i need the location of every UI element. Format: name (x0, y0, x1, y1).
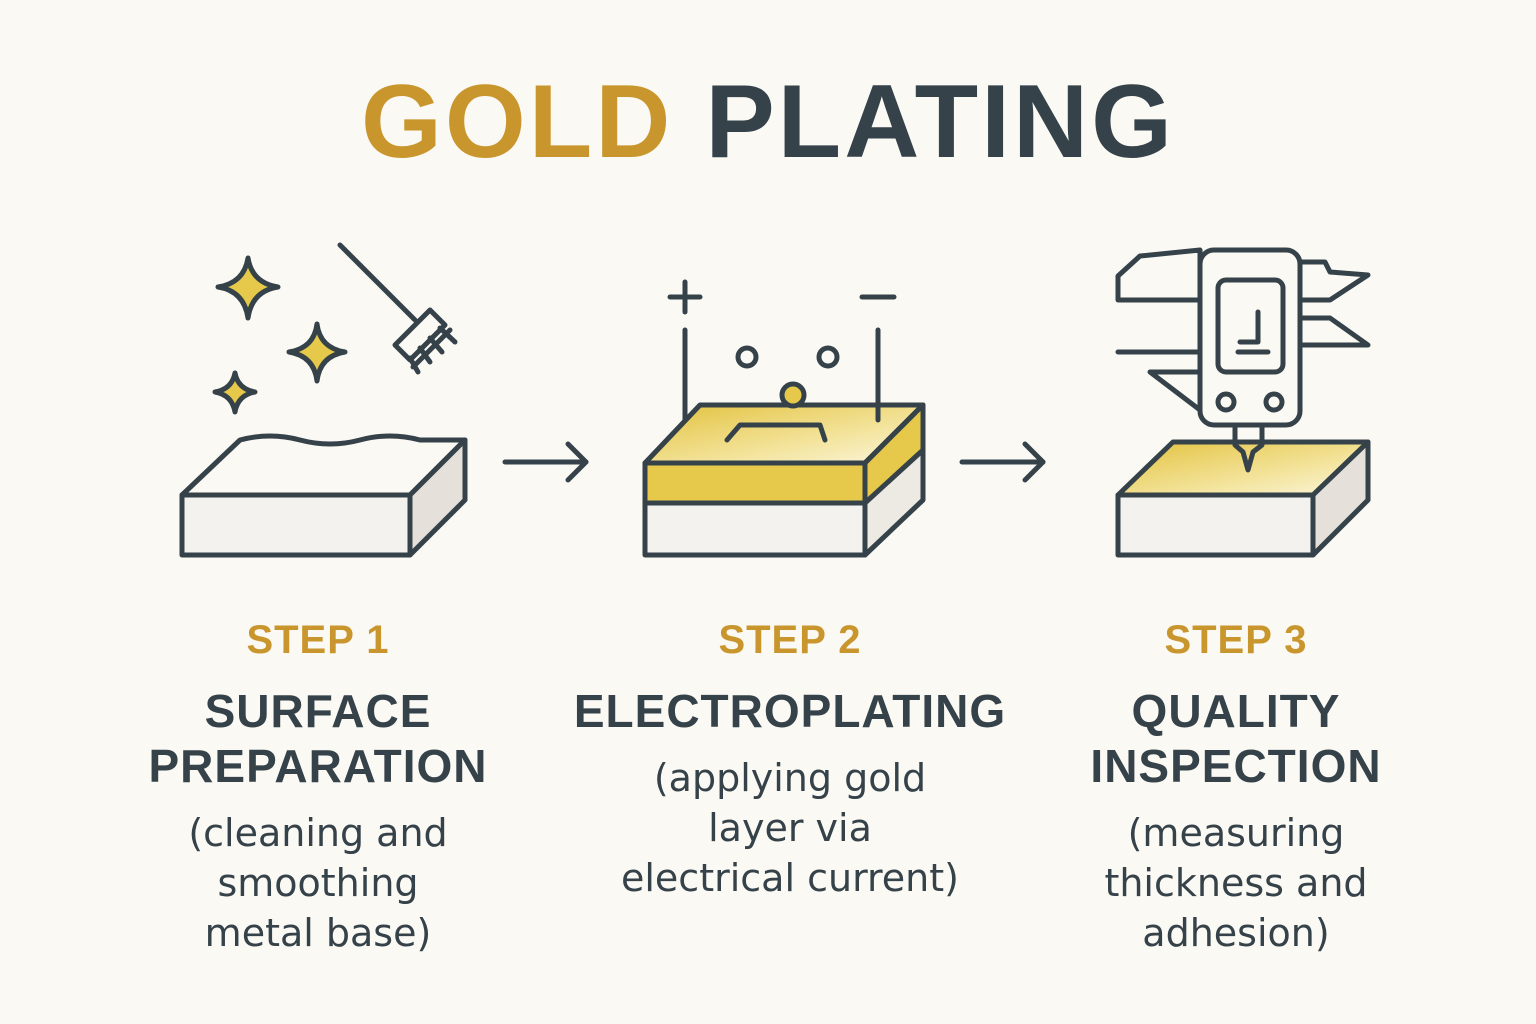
step-label: STEP 2 (718, 618, 862, 662)
sparkle-icon (212, 255, 348, 415)
step-name-line: PREPARATION (148, 740, 488, 792)
desc-line: smoothing (217, 861, 419, 905)
step-label: STEP 1 (246, 618, 390, 662)
step-description: (cleaning and smoothing metal base) (88, 808, 548, 958)
electroplating-block-icon (642, 402, 926, 558)
electrode-icon (667, 279, 897, 423)
arrow-right-icon (502, 441, 589, 483)
desc-line: (cleaning and (188, 811, 448, 855)
step-name-line: INSPECTION (1090, 740, 1382, 792)
title-plating: PLATING (705, 64, 1176, 180)
desc-line: (applying gold (653, 756, 927, 800)
desc-line: metal base) (204, 911, 432, 955)
process-icons (179, 242, 1371, 558)
step-description: (measuring thickness and adhesion) (1006, 808, 1466, 958)
gold-block-icon (1115, 439, 1371, 558)
page-title: GOLD PLATING (0, 62, 1536, 182)
step-2: STEP 2 ELECTROPLATING (applying gold lay… (560, 612, 1020, 903)
brush-icon (337, 242, 458, 375)
arrow-right-icon (959, 441, 1046, 483)
step-name-line: ELECTROPLATING (573, 685, 1007, 737)
step-name: SURFACE PREPARATION (88, 684, 548, 794)
bubble-icon (735, 345, 840, 409)
step-3: STEP 3 QUALITY INSPECTION (measuring thi… (1006, 612, 1466, 958)
desc-line: adhesion) (1142, 911, 1330, 955)
metal-block-icon (179, 433, 468, 558)
desc-line: electrical current) (620, 856, 959, 900)
step-name-line: QUALITY (1131, 685, 1341, 737)
caliper-icon (1115, 247, 1371, 473)
title-gold: GOLD (360, 64, 674, 180)
step-name-line: SURFACE (204, 685, 432, 737)
step-description: (applying gold layer via electrical curr… (560, 753, 1020, 903)
step-label: STEP 3 (1164, 618, 1308, 662)
step-name: ELECTROPLATING (560, 684, 1020, 739)
step-name: QUALITY INSPECTION (1006, 684, 1466, 794)
desc-line: layer via (708, 806, 872, 850)
desc-line: (measuring (1127, 811, 1345, 855)
step-1: STEP 1 SURFACE PREPARATION (cleaning and… (88, 612, 548, 958)
desc-line: thickness and (1104, 861, 1368, 905)
